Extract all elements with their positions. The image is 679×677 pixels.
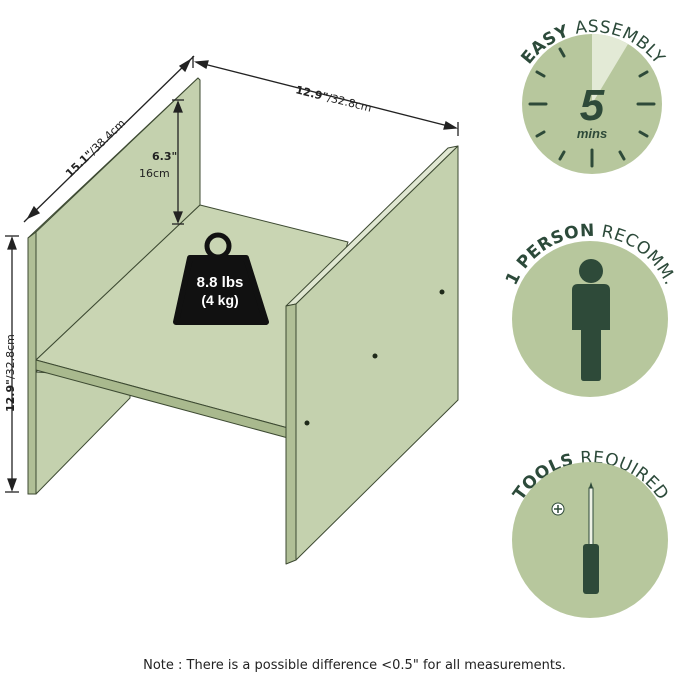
right-panel (295, 145, 459, 561)
assembly-badge: EASY ASSEMBLY 5 mins (517, 17, 668, 174)
clearance-inch-label: 6.3" (152, 150, 177, 163)
phillips-head-icon (551, 502, 565, 516)
width-label: 12.9"/32.8cm (294, 83, 373, 114)
tools-badge: TOOLS REQUIRED (509, 448, 672, 618)
measurement-note: Note : There is a possible difference <0… (143, 658, 566, 673)
right-panel-side (285, 303, 297, 565)
weight-kg: (4 kg) (201, 292, 238, 308)
left-panel-front (27, 231, 37, 495)
screw-hole (439, 289, 445, 295)
person-badge: 1 PERSON RECOMM. (502, 221, 679, 397)
weight-icon: 8.8 lbs (4 kg) (173, 232, 269, 325)
dimension-lines (5, 55, 459, 493)
screwdriver-icon (583, 482, 599, 594)
clearance-cm-label: 16cm (139, 167, 170, 180)
assembly-unit: mins (577, 126, 607, 141)
screw-hole (372, 353, 378, 359)
height-label: 12.9"/32.8cm (4, 334, 17, 412)
screw-hole (304, 420, 310, 426)
assembly-minutes: 5 (580, 81, 605, 130)
person-icon (572, 259, 610, 381)
left-panel-inner (35, 77, 201, 361)
weight-lbs: 8.8 lbs (197, 274, 244, 291)
clock-ticks-icon (528, 47, 656, 168)
